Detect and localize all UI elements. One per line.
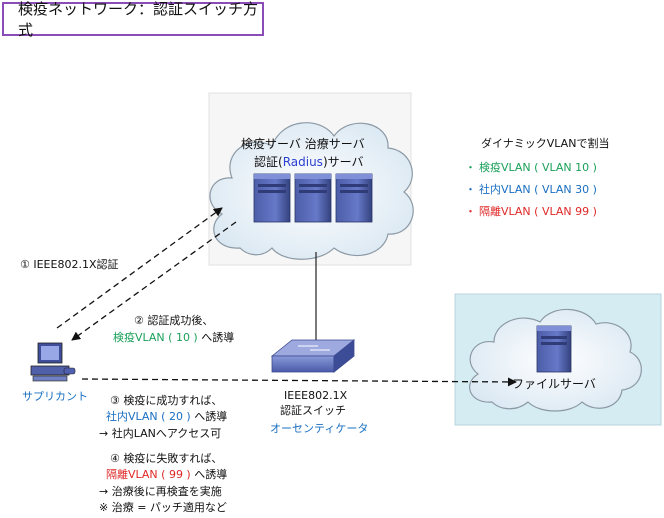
step4-line2: 隔離VLAN ( 99 ) へ誘導 [106,468,228,481]
step3-line1: ③ 検疫に成功すれば、 [110,394,223,407]
server-rack-group [253,173,373,223]
file-server-cloud-group [454,293,662,426]
supplicant-label: サプリカント [22,390,88,403]
step4-line3: → 治療後に再検査を実施 [99,485,222,498]
title-text: 検疫ネットワーク：認証スイッチ方式 [18,0,259,39]
quarantine-server-icon [253,173,291,223]
cloud-servers-label: 検疫サーバ 治療サーバ [241,137,365,151]
radius-text: Radius [282,155,323,169]
step1-label: ① IEEE802.1X認証 [20,258,119,271]
step3-line3: → 社内LANへアクセス可 [99,427,222,440]
step4-line4: ※ 治療 = パッチ適用など [99,501,227,514]
diagram-title: 検疫ネットワーク：認証スイッチ方式 [2,0,264,39]
file-access-arrow [81,377,517,387]
file-server-label: ファイルサーバ [512,377,596,391]
step3-line2: 社内VLAN ( 20 ) へ誘導 [106,410,228,423]
vlan-legend-heading: ダイナミックVLANで割当 [481,137,610,150]
vlan-legend-item-quarantine: ・検疫VLAN ( VLAN 10 ) [465,161,597,174]
vlan-legend-item-corporate: ・社内VLAN ( VLAN 30 ) [465,183,597,196]
step2-vlan: 検疫VLAN ( 10 ) [113,331,198,344]
vlan-assign-arrow [71,221,237,341]
switch-name-label: 認証スイッチ [280,404,346,417]
authentication-switch-icon [270,339,356,373]
auth-request-arrow [56,207,223,329]
switch-standard-label: IEEE802.1X [284,389,348,402]
remediation-server-icon [294,173,332,223]
step4-line1: ④ 検疫に失敗すれば、 [110,452,223,465]
supplicant-pc-icon [30,342,76,382]
authenticator-label: オーセンティケータ [270,422,369,435]
step2-line2: 検疫VLAN ( 10 ) へ誘導 [113,331,235,344]
radius-server-icon [335,173,373,223]
vlan-legend-item-isolation: ・隔離VLAN ( VLAN 99 ) [465,205,597,218]
radius-server-label: 認証(Radius)サーバ [254,155,364,169]
step4-vlan: 隔離VLAN ( 99 ) [106,468,191,481]
step3-vlan: 社内VLAN ( 20 ) [106,410,191,423]
step2-line1: ② 認証成功後、 [134,314,214,327]
file-server-icon [536,325,572,373]
